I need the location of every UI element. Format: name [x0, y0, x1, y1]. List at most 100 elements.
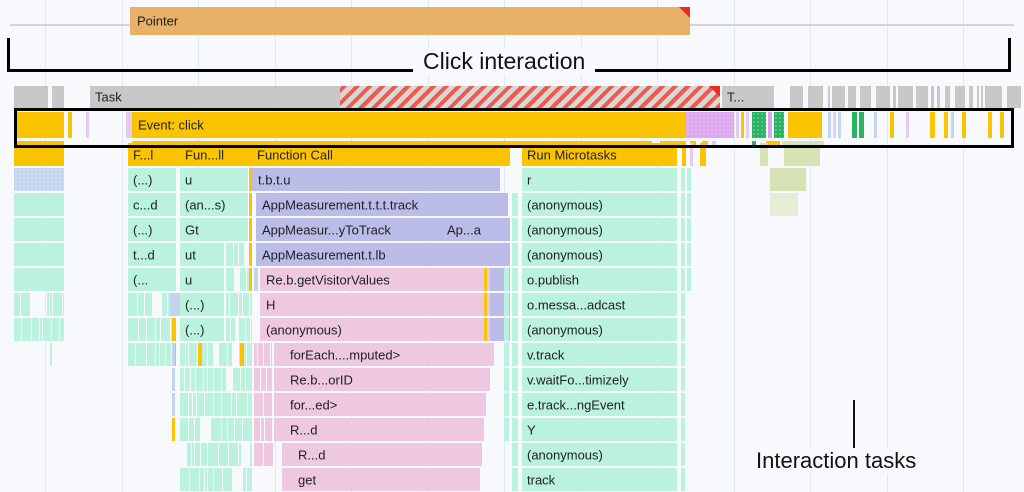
- stack-block-col-c[interactable]: Re.b.getVisitorValues: [260, 268, 498, 291]
- flame-block-filler: [248, 393, 252, 416]
- event-block-tick: [906, 112, 909, 138]
- task-block-main[interactable]: Task: [90, 86, 340, 108]
- stack-tick: [172, 393, 175, 416]
- flame-block-label: Run Microtasks: [527, 147, 617, 162]
- stack-block-col-c[interactable]: AppMeasurement.t.lb: [256, 243, 504, 266]
- stack-block-col-a[interactable]: (...): [128, 218, 176, 241]
- event-block-tick: [68, 112, 72, 138]
- stack-block-col-b[interactable]: (...): [180, 318, 224, 341]
- stack-block-col-b[interactable]: u: [180, 168, 248, 191]
- flame-block-label: AppMeasurement.t.lb: [262, 247, 386, 262]
- flame-block-filler: [180, 368, 184, 391]
- flame-block-filler: [240, 268, 246, 291]
- stack-block-col-d[interactable]: (anonymous): [522, 218, 677, 241]
- flame-block-label: forEach....mputed>: [290, 347, 401, 362]
- stack-block-col-c[interactable]: R...d: [282, 443, 482, 466]
- flame-block-label: track: [527, 472, 556, 487]
- stack-tick: [681, 318, 685, 341]
- stack-block-col-a[interactable]: (...): [128, 168, 176, 191]
- flame-block-label: o.publish: [527, 272, 580, 287]
- flame-block-label: Re.b.getVisitorValues: [266, 272, 390, 287]
- stack-block-col-c[interactable]: Re.b...orID: [274, 368, 490, 391]
- stack-gutter: [504, 393, 509, 416]
- stack-block-col-c[interactable]: R...d: [274, 418, 484, 441]
- stack-block-col-d[interactable]: e.track...ngEvent: [522, 393, 677, 416]
- event-block-green[interactable]: [752, 112, 766, 138]
- stack-block-col-b[interactable]: (an...s): [180, 193, 248, 216]
- stack-header-tick: [784, 143, 820, 166]
- flame-block-filler: [214, 393, 221, 416]
- stack-block-col-d[interactable]: o.messa...adcast: [522, 293, 677, 316]
- flame-block-filler: [201, 443, 207, 466]
- stack-block-col-b[interactable]: Gt: [180, 218, 248, 241]
- flame-block-filler: [226, 243, 233, 266]
- event-block-yellow[interactable]: [788, 112, 822, 138]
- stack-tick: [687, 243, 691, 266]
- flame-block-filler: [254, 393, 263, 416]
- stack-block-col-d[interactable]: (anonymous): [522, 443, 677, 466]
- flame-block-filler: [128, 318, 138, 341]
- stack-tick: [681, 368, 685, 391]
- stack-block-col-d[interactable]: (anonymous): [522, 318, 677, 341]
- stack-block-col-d[interactable]: v.track: [522, 343, 677, 366]
- stack-tick: [681, 468, 685, 491]
- stack-tick: [681, 418, 685, 441]
- stack-gutter: [512, 243, 518, 266]
- stack-gutter: [512, 218, 518, 241]
- flame-block-label: Re.b...orID: [290, 372, 353, 387]
- stack-block-col-a[interactable]: (...: [128, 268, 176, 291]
- task-block-long-task[interactable]: [340, 86, 720, 108]
- event-block-green[interactable]: [774, 112, 784, 138]
- flame-block-filler: [156, 318, 160, 341]
- stack-block-col-c[interactable]: forEach....mputed>: [274, 343, 494, 366]
- task-block-truncated[interactable]: T...: [722, 86, 774, 108]
- stack-block-col-a[interactable]: c...d: [128, 193, 176, 216]
- stack-block-col-c[interactable]: AppMeasurement.t.t.t.track: [256, 193, 508, 216]
- flame-block-filler: [250, 293, 252, 316]
- flame-block-filler: [211, 418, 221, 441]
- flame-block-filler: [147, 318, 155, 341]
- event-block-violet[interactable]: [686, 112, 734, 138]
- stack-block-col-c[interactable]: H: [260, 293, 496, 316]
- stack-block-col-d[interactable]: track: [522, 468, 677, 491]
- stack-block-col-d[interactable]: o.publish: [522, 268, 677, 291]
- event-block-tick: [852, 112, 857, 138]
- task-block-short: [1007, 86, 1021, 108]
- stack-block-col-c[interactable]: get: [282, 468, 480, 491]
- flame-block-filler: [219, 343, 227, 366]
- stack-gutter: [512, 468, 518, 491]
- stack-block-col-d[interactable]: r: [522, 168, 677, 191]
- pointer-interaction-bar[interactable]: Pointer: [130, 7, 690, 35]
- flame-block-filler: [265, 418, 272, 441]
- flame-block-filler: [219, 443, 228, 466]
- event-block-tick: [86, 112, 89, 138]
- stack-block-col-c[interactable]: (anonymous): [260, 318, 498, 341]
- stack-block-col-c[interactable]: t.b.t.u: [252, 168, 500, 191]
- flame-block-label: (anonymous): [527, 447, 603, 462]
- stack-tick: [681, 168, 685, 191]
- flame-block-filler: [226, 318, 230, 341]
- flame-block-filler: [239, 443, 241, 466]
- stack-block-col-d[interactable]: (anonymous): [522, 193, 677, 216]
- interaction-tasks-leader-line: [853, 400, 855, 448]
- stack-block-col-c[interactable]: AppMeasur...yToTrack: [256, 218, 442, 241]
- stack-block-col-a[interactable]: t...d: [128, 243, 176, 266]
- stack-block-col-b[interactable]: (...): [180, 293, 224, 316]
- stack-header-tick: [690, 143, 693, 166]
- stack-block-col-b[interactable]: u: [180, 268, 224, 291]
- stack-gutter: [512, 268, 518, 291]
- stack-block-col-b[interactable]: ut: [180, 243, 224, 266]
- flame-block-filler: [264, 393, 272, 416]
- stack-block-col-c-sibling[interactable]: Ap...a: [442, 218, 510, 241]
- flame-block-filler: [192, 443, 194, 466]
- stack-block-col-d[interactable]: Y: [522, 418, 677, 441]
- task-block-short: [916, 86, 928, 108]
- flame-block-label: v.waitFo...timizely: [527, 372, 629, 387]
- stack-gutter: [504, 293, 509, 316]
- stack-block-col-d[interactable]: (anonymous): [522, 243, 677, 266]
- flame-block-label: Ap...a: [447, 222, 481, 237]
- stack-tick: [681, 293, 685, 316]
- stack-block-col-c[interactable]: for...ed>: [274, 393, 486, 416]
- stack-block-col-d[interactable]: v.waitFo...timizely: [522, 368, 677, 391]
- stack-gutter: [512, 368, 518, 391]
